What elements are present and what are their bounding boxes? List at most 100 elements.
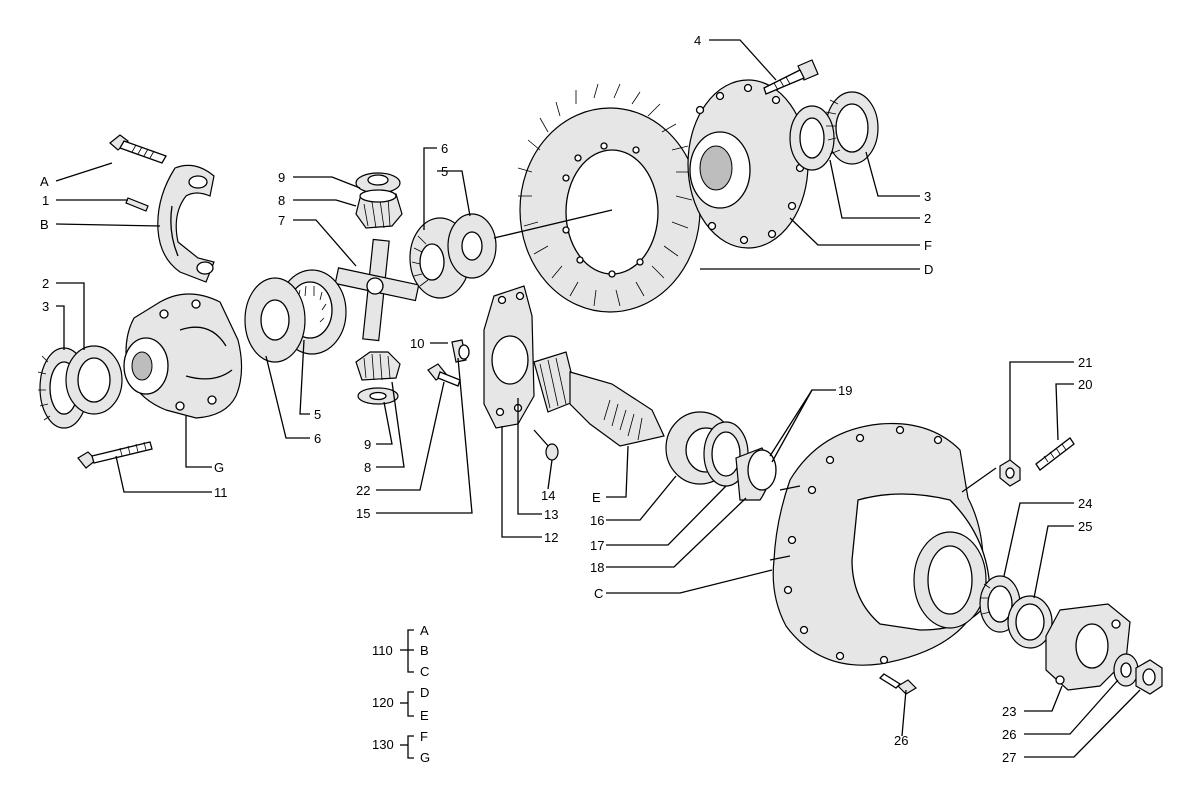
label-B: B: [40, 217, 49, 232]
legend-code: 110: [372, 643, 393, 658]
ring-gear-drawing: [517, 83, 701, 313]
leader-22: [376, 381, 445, 491]
leader-lines: [55, 39, 1141, 758]
leader-8-bottom: [376, 381, 405, 468]
pinion-shaft-drawing: [533, 351, 665, 447]
flange-bolt-drawing: [763, 59, 819, 95]
leader-7: [293, 219, 357, 267]
leader-26-bottom: [901, 689, 907, 737]
label-D: D: [924, 262, 933, 277]
leader-21: [1009, 361, 1074, 460]
label-14: 14: [541, 488, 555, 503]
pinion-bearing-drawing: [665, 411, 777, 501]
cap-bolt-drawing: [109, 134, 167, 164]
label-1: 1: [42, 193, 49, 208]
label-E: E: [592, 490, 601, 505]
legend-item: B: [420, 643, 429, 658]
label-11: 11: [214, 485, 228, 500]
pin-drawing: [125, 197, 149, 212]
leader-D-center: [493, 209, 613, 239]
leader-A: [55, 162, 113, 182]
leader-5-bottom: [299, 339, 310, 415]
label-5-bottom: 5: [314, 407, 321, 422]
leader-C: [606, 569, 773, 594]
leader-3-left: [56, 305, 65, 350]
label-16: 16: [590, 513, 604, 528]
label-7: 7: [278, 213, 285, 228]
leader-26-right: [1024, 679, 1119, 735]
label-6-bottom: 6: [314, 431, 321, 446]
group-legend: 110 A B C 120 D E 130 F G: [372, 623, 430, 765]
satellite-pinion-top-drawing: [355, 189, 403, 229]
legend-group-130: 130 F G: [372, 729, 430, 765]
label-25: 25: [1078, 519, 1092, 534]
label-8-top: 8: [278, 193, 285, 208]
nut-27-drawing: [1135, 659, 1163, 695]
legend-item: E: [420, 708, 429, 723]
legend-item: A: [420, 623, 429, 638]
legend-code: 130: [372, 737, 394, 752]
label-A: A: [40, 174, 49, 189]
leader-24: [1003, 502, 1074, 577]
thrust-washer-right-drawing: [447, 213, 497, 279]
label-2-left: 2: [42, 276, 49, 291]
legend-code: 120: [372, 695, 394, 710]
leader-C-stud: [961, 467, 997, 493]
leader-16: [606, 475, 677, 521]
leader-2-left: [56, 282, 85, 350]
label-20: 20: [1078, 377, 1092, 392]
label-26-bottom: 26: [894, 733, 908, 748]
part-labels: A 1 B 9 8 7 6 5 4 3 2 F D 2 3 5 6 G 11 1…: [40, 33, 1092, 765]
bearing-left-drawing: [37, 345, 123, 429]
label-24: 24: [1078, 496, 1092, 511]
label-13: 13: [544, 507, 558, 522]
label-G: G: [214, 460, 224, 475]
label-17: 17: [590, 538, 604, 553]
leader-11: [115, 455, 212, 493]
leader-20: [1055, 383, 1074, 441]
label-12: 12: [544, 530, 558, 545]
leader-5-top: [437, 170, 471, 217]
leader-17: [606, 485, 727, 546]
label-22: 22: [356, 483, 370, 498]
leader-18: [606, 497, 747, 568]
stud-drawing: [1035, 437, 1075, 471]
legend-group-120: 120 D E: [372, 685, 429, 723]
leader-8-top: [293, 199, 357, 207]
label-C: C: [594, 586, 603, 601]
bearing-cap-drawing: [157, 164, 215, 283]
leader-25: [1033, 525, 1074, 599]
thrust-washer-left-drawing: [244, 277, 306, 363]
pin-14-drawing: [533, 429, 559, 461]
spider-cross-drawing: [334, 238, 420, 342]
label-3-left: 3: [42, 299, 49, 314]
seal-ring-drawing: [1007, 595, 1053, 649]
legend-item: F: [420, 729, 428, 744]
bearing-right-drawing: [789, 91, 879, 171]
axle-housing-drawing: [769, 422, 991, 666]
carrier-plate-drawing: [483, 285, 535, 429]
legend-group-110: 110 A B C: [372, 623, 429, 679]
washer-bottom-drawing: [357, 387, 399, 405]
label-9-bottom: 9: [364, 437, 371, 452]
leader-15: [376, 357, 473, 514]
legend-item: D: [420, 685, 429, 700]
label-9-top: 9: [278, 170, 285, 185]
leader-9-bottom: [376, 401, 393, 445]
label-6-top: 6: [441, 141, 448, 156]
leader-6-top: [423, 147, 437, 230]
nut-drawing: [999, 459, 1021, 487]
leader-19-b: [771, 389, 813, 463]
leader-12: [501, 426, 542, 538]
lock-tab-drawing: [451, 339, 470, 363]
leader-E: [606, 445, 629, 498]
screw-drawing: [427, 363, 461, 387]
housing-screw-drawing: [878, 673, 917, 695]
leader-23: [1024, 685, 1063, 712]
leader-27: [1024, 689, 1141, 758]
washer-top-drawing: [355, 172, 401, 194]
case-bolt-drawing: [77, 441, 153, 469]
label-27: 27: [1002, 750, 1016, 765]
